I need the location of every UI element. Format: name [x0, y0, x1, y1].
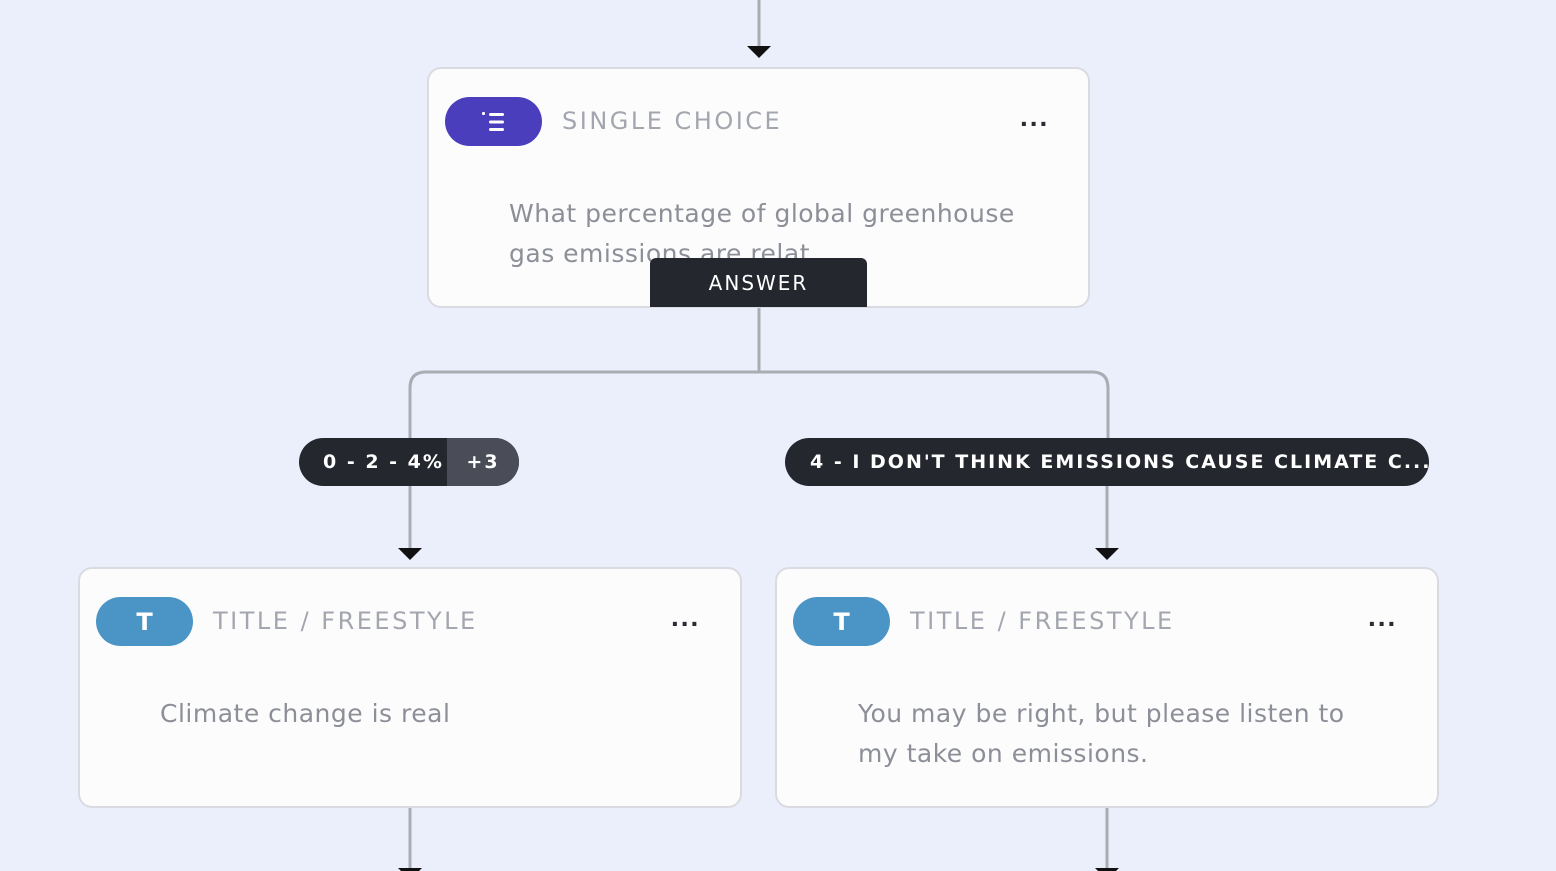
title-freestyle-card-left[interactable]: T TITLE / FREESTYLE ... Climate change i…	[78, 567, 742, 808]
single-choice-card[interactable]: SINGLE CHOICE ... What percentage of glo…	[427, 67, 1090, 308]
answer-tag: ANSWER	[650, 258, 867, 307]
more-options-icon[interactable]: ...	[1020, 101, 1050, 132]
arrow-head-left	[398, 548, 422, 560]
title-freestyle-card-right[interactable]: T TITLE / FREESTYLE ... You may be right…	[775, 567, 1439, 808]
title-letter-icon: T	[136, 607, 153, 636]
more-options-icon[interactable]: ...	[1368, 601, 1398, 632]
arrow-head-top	[747, 46, 771, 58]
single-choice-icon-pill	[445, 97, 542, 146]
list-icon	[481, 111, 504, 131]
card-type-label: TITLE / FREESTYLE	[213, 607, 478, 635]
branch-more-count[interactable]: +3	[447, 438, 519, 486]
arrow-head-bottom-right	[1095, 868, 1119, 871]
title-icon-pill: T	[793, 597, 890, 646]
branch-split-connector	[408, 370, 1110, 438]
title-text: You may be right, but please listen to m…	[858, 699, 1345, 768]
title-text: Climate change is real	[160, 699, 451, 728]
branch-label: 4 - I DON'T THINK EMISSIONS CAUSE CLIMAT…	[810, 451, 1429, 473]
branch-pill-right[interactable]: 4 - I DON'T THINK EMISSIONS CAUSE CLIMAT…	[785, 438, 1429, 486]
title-letter-icon: T	[833, 607, 850, 636]
card-type-label: SINGLE CHOICE	[562, 107, 783, 135]
arrow-head-bottom-left	[398, 868, 422, 871]
arrow-head-right	[1095, 548, 1119, 560]
branch-label: 0 - 2 - 4%	[323, 451, 444, 473]
branch-pill-left[interactable]: 0 - 2 - 4% +3	[299, 438, 519, 486]
title-icon-pill: T	[96, 597, 193, 646]
more-options-icon[interactable]: ...	[671, 601, 701, 632]
card-type-label: TITLE / FREESTYLE	[910, 607, 1175, 635]
